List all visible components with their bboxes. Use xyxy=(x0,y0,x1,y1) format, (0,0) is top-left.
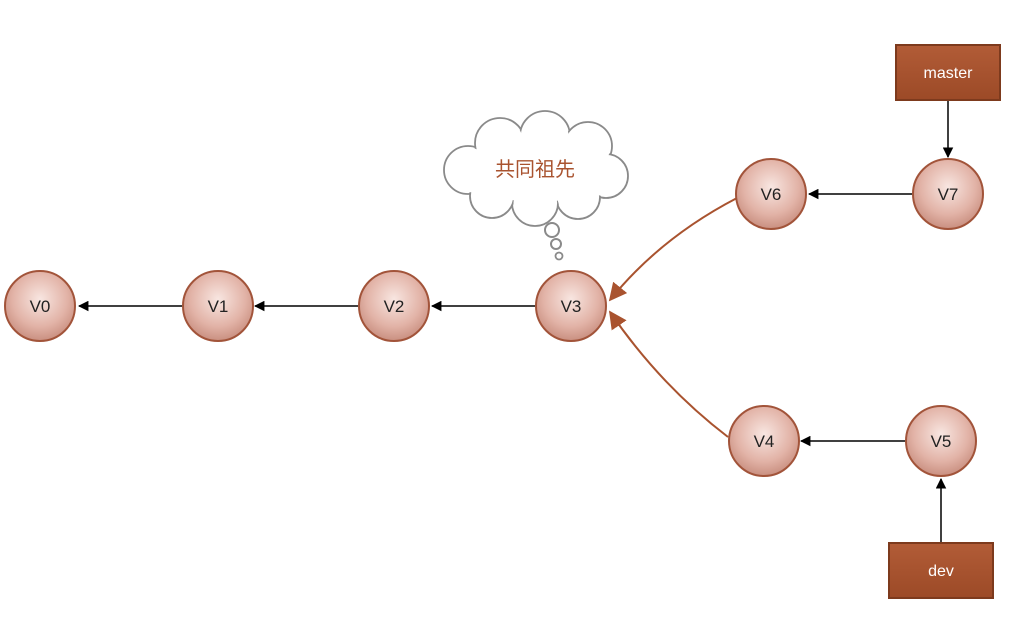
commit-label-v7: V7 xyxy=(938,185,959,204)
commit-node-v6: V6 xyxy=(735,158,807,230)
thought-bubble-medium xyxy=(550,238,562,250)
commit-node-v1: V1 xyxy=(182,270,254,342)
edge-v4-v3 xyxy=(608,310,729,438)
commit-label-v1: V1 xyxy=(208,297,229,316)
commit-label-v2: V2 xyxy=(384,297,405,316)
commit-node-v7: V7 xyxy=(912,158,984,230)
commit-label-v3: V3 xyxy=(561,297,582,316)
commit-node-v4: V4 xyxy=(728,405,800,477)
commit-node-v5: V5 xyxy=(905,405,977,477)
commit-label-v6: V6 xyxy=(761,185,782,204)
commit-label-v5: V5 xyxy=(931,432,952,451)
thought-bubble-small xyxy=(554,251,564,261)
branch-label-master: master xyxy=(924,65,974,82)
edge-v6-v3 xyxy=(608,197,738,302)
commit-node-v3: V3 xyxy=(535,270,607,342)
commit-node-v0: V0 xyxy=(4,270,76,342)
branch-box-master: master xyxy=(895,44,1001,101)
branch-label-dev: dev xyxy=(928,563,954,580)
thought-bubble-large xyxy=(544,222,560,238)
commit-label-v0: V0 xyxy=(30,297,51,316)
common-ancestor-label: 共同祖先 xyxy=(495,157,575,181)
thought-cloud-fill xyxy=(445,112,627,225)
commit-node-v2: V2 xyxy=(358,270,430,342)
commit-label-v4: V4 xyxy=(754,432,775,451)
branch-box-dev: dev xyxy=(888,542,994,599)
common-ancestor-callout: 共同祖先 xyxy=(443,110,629,261)
